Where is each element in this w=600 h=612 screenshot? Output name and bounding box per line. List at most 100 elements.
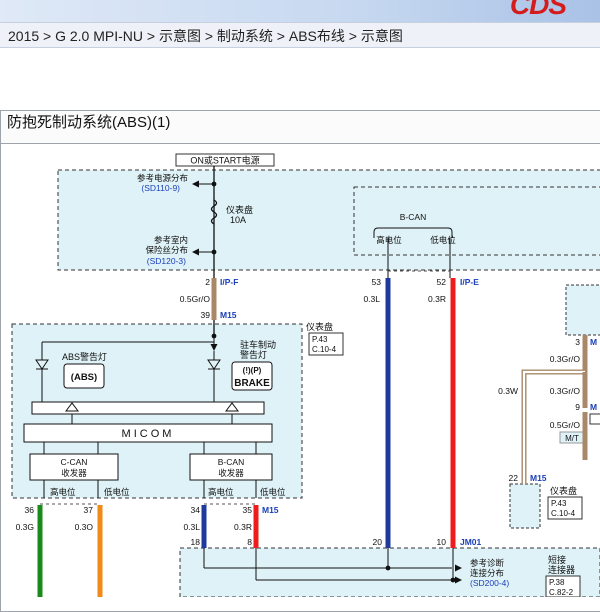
park-lamp-label2: 警告灯 xyxy=(240,349,267,360)
ccan-low-label: 低电位 xyxy=(104,487,130,497)
cluster2-ref2: C.10-4 xyxy=(551,509,576,518)
bcan-low-label2: 低电位 xyxy=(260,487,286,497)
ref-diag-text2: 连接分布 xyxy=(470,568,504,578)
bcan-bus-box xyxy=(353,186,600,256)
connector-m15[interactable]: M15 xyxy=(220,310,237,320)
wire-size-label: 0.3L xyxy=(183,522,200,532)
cluster-module-small xyxy=(509,483,541,529)
pin-label: 53 xyxy=(372,277,382,287)
fuse-rating: 10A xyxy=(230,215,246,225)
pin-label: 20 xyxy=(373,537,383,547)
pin-label: 18 xyxy=(191,537,201,547)
ref-power-text: 参考电源分布 xyxy=(137,173,188,183)
micom-box xyxy=(23,423,273,443)
abs-icon: (ABS) xyxy=(71,372,97,383)
connector-ipf[interactable]: I/P-F xyxy=(220,277,238,287)
cluster-ref2: C.10-4 xyxy=(312,345,337,354)
short-label2: 连接器 xyxy=(548,564,575,575)
driver-bar xyxy=(31,401,265,415)
bcan-brace xyxy=(373,227,453,238)
ref-diag-code[interactable]: (SD200-4) xyxy=(470,578,509,588)
cluster-name: 仪表盘 xyxy=(306,321,333,332)
connector-m[interactable]: M xyxy=(590,337,597,347)
fuse-name: 仪表盘 xyxy=(226,204,253,215)
connector-ipe[interactable]: I/P-E xyxy=(460,277,479,287)
pin-label: 10 xyxy=(437,537,447,547)
top-banner: CDS xyxy=(0,0,600,22)
power-label-box xyxy=(175,153,275,167)
wire-size-label: 0.3W xyxy=(498,386,518,396)
power-label: ON或START电源 xyxy=(190,155,259,166)
pin-label: 37 xyxy=(84,505,94,515)
brake-icon-top: (!)(P) xyxy=(243,366,262,375)
abs-lamp-label: ABS警告灯 xyxy=(62,351,107,362)
micom-label: MICOM xyxy=(122,428,175,440)
lamp-diode-icon xyxy=(35,359,49,370)
pin-label: 3 xyxy=(575,337,580,347)
pin-label: 34 xyxy=(191,505,201,515)
wire-size-label: 0.3O xyxy=(75,522,94,532)
pin-label: 35 xyxy=(243,505,253,515)
pin-label: 36 xyxy=(25,505,35,515)
bcan-trans-label1: B-CAN xyxy=(218,457,244,467)
connector-m15[interactable]: M15 xyxy=(530,473,547,483)
brand-logo: CDS xyxy=(509,0,567,20)
cluster-ref-box xyxy=(308,332,344,356)
driver-triangle-icon xyxy=(65,402,79,412)
pin-label: 52 xyxy=(437,277,447,287)
cluster-ref1: P.43 xyxy=(312,335,328,344)
wire-size-label: 0.5Gr/O xyxy=(180,294,211,304)
ccan-trans-label2: 收发器 xyxy=(61,468,87,478)
abs-icon-box xyxy=(63,363,105,389)
wire-size-label: 0.3Gr/O xyxy=(550,386,581,396)
short-connector-zone xyxy=(179,547,600,597)
breadcrumb[interactable]: 2015 > G 2.0 MPI-NU > 示意图 > 制动系统 > ABS布线… xyxy=(0,22,600,48)
ref-power-code[interactable]: (SD110-9) xyxy=(141,183,180,193)
right-module xyxy=(565,284,600,336)
park-lamp-label1: 驻车制动 xyxy=(240,339,276,350)
cluster2-name: 仪表盘 xyxy=(550,485,577,496)
pin-label: 9 xyxy=(575,402,580,412)
cluster2-ref1: P.43 xyxy=(551,499,567,508)
arrow-icon xyxy=(455,576,462,584)
pin-label: 2 xyxy=(205,277,210,287)
wire-size-label: 0.3R xyxy=(428,294,446,304)
brake-icon: BRAKE xyxy=(234,378,270,389)
bcan-high-label: 高电位 xyxy=(376,235,402,245)
wire-size-label: 0.3L xyxy=(363,294,380,304)
short-ref1: P.38 xyxy=(549,578,565,587)
pin-label: 39 xyxy=(201,310,211,320)
arrow-icon xyxy=(210,344,218,351)
wire-size-label: 0.3R xyxy=(234,522,252,532)
ref-box xyxy=(589,413,600,425)
connector-m[interactable]: M xyxy=(590,402,597,412)
cluster2-ref-box xyxy=(547,496,583,520)
connector-jm01[interactable]: JM01 xyxy=(460,537,482,547)
bcan-label: B-CAN xyxy=(400,212,426,222)
pin-label: 8 xyxy=(247,537,252,547)
mt-label: M/T xyxy=(565,434,579,443)
ccan-trans-label1: C-CAN xyxy=(61,457,88,467)
short-ref2: C.82-2 xyxy=(549,588,574,597)
connector-m15[interactable]: M15 xyxy=(262,505,279,515)
driver-triangle-icon xyxy=(225,402,239,412)
splice-dot xyxy=(450,577,456,583)
arrow-icon xyxy=(192,180,199,188)
ref-diag-text1: 参考诊断 xyxy=(470,558,505,568)
arrow-icon xyxy=(455,564,462,572)
panel-title: 防抱死制动系统(ABS)(1) xyxy=(1,111,600,144)
pin-label: 22 xyxy=(509,473,519,483)
brake-icon-box xyxy=(231,361,273,391)
wire-size-label: 0.5Gr/O xyxy=(550,420,581,430)
splice-dot xyxy=(385,565,391,571)
bcan-high-label2: 高电位 xyxy=(208,487,234,497)
fuse-icon xyxy=(210,199,218,225)
bcan-low-label: 低电位 xyxy=(430,235,456,245)
wire-size-label: 0.3Gr/O xyxy=(550,354,581,364)
wire-size-label: 0.3G xyxy=(16,522,34,532)
ref-fuse-code[interactable]: (SD120-3) xyxy=(147,256,186,266)
ccan-high-label: 高电位 xyxy=(50,487,76,497)
ref-fuse-text2: 保险丝分布 xyxy=(145,245,188,255)
ref-fuse-text1: 参考室内 xyxy=(154,235,188,245)
bcan-trans-label2: 收发器 xyxy=(218,468,244,478)
